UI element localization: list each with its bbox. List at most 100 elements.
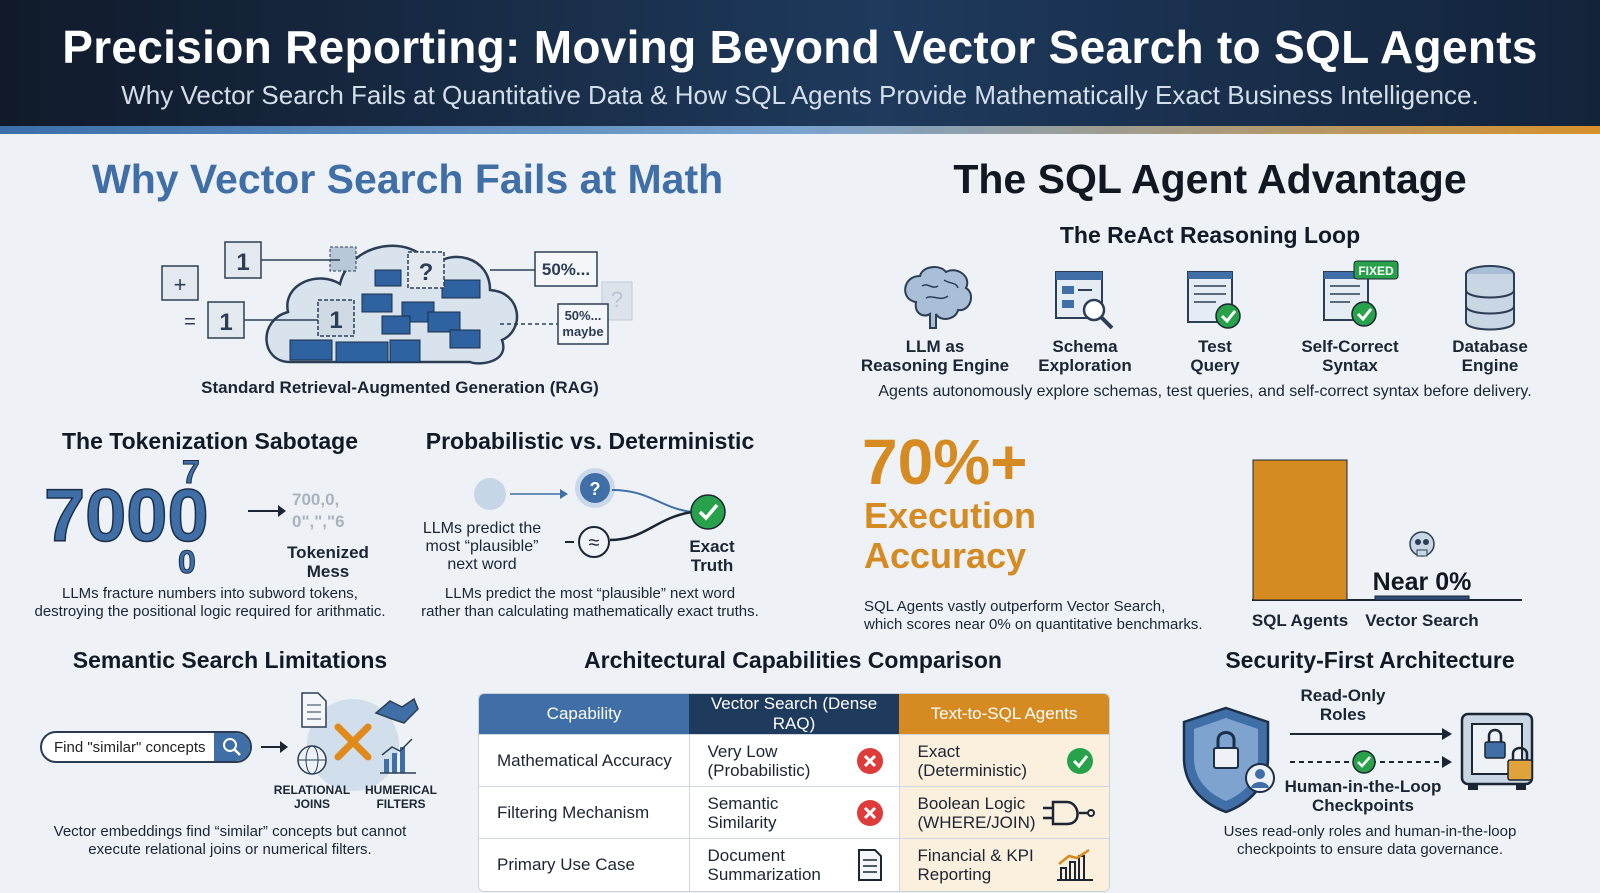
predict-label-2: most “plausible” <box>425 538 539 555</box>
row2-capability: Filtering Mechanism <box>479 786 689 839</box>
header-banner <box>0 0 1600 132</box>
react-step-3-line1: Test <box>1198 337 1232 356</box>
row2-sql-line1: Boolean Logic <box>917 793 1026 813</box>
similar-search-input[interactable]: Find "similar" concepts <box>40 731 252 763</box>
probabilistic-caption-2: rather than calculating mathematically e… <box>421 603 759 620</box>
accuracy-caption-2: which scores near 0% on quantitative ben… <box>864 616 1203 633</box>
shield-lock-icon <box>1182 706 1275 814</box>
react-step-5-line1: Database <box>1452 337 1528 356</box>
col-header-sql: Text-to-SQL Agents <box>899 694 1109 735</box>
row2-sql: Boolean Logic(WHERE/JOIN) <box>898 786 1109 839</box>
table-row: Mathematical Accuracy Very Low(Probabili… <box>479 734 1109 787</box>
hitl-checkpoints-label: Human-in-the-Loop Checkpoints <box>1263 777 1463 815</box>
react-step-3-line2: Query <box>1190 356 1240 375</box>
header-accent-bar <box>0 126 1600 134</box>
relational-joins-label: RELATIONAL JOINS <box>268 783 356 811</box>
bar-sql-agents <box>1252 459 1348 601</box>
numerical-label-2: FILTERS <box>376 797 426 811</box>
cloud-icon <box>265 244 519 365</box>
react-heading: The ReAct Reasoning Loop <box>1059 222 1361 248</box>
svg-text:=: = <box>184 311 196 333</box>
svg-text:?: ? <box>611 287 623 312</box>
numerical-label-1: HUMERICAL <box>365 783 437 797</box>
svg-text:1: 1 <box>236 249 249 276</box>
svg-text:+: + <box>174 272 187 297</box>
check-circle-icon <box>1067 747 1093 774</box>
tokenized-mess-line1: Tokenized <box>287 543 369 562</box>
accuracy-label-2: Accuracy <box>864 535 1027 576</box>
accuracy-label-1: Execution <box>864 495 1037 536</box>
comparison-table-wrap: Capability Vector Search (Dense RAQ) Tex… <box>478 693 1110 892</box>
svg-text:FIXED: FIXED <box>1358 264 1394 278</box>
row3-vector-line2: Summarization <box>707 864 821 884</box>
row1-capability: Mathematical Accuracy <box>479 734 689 787</box>
checkpoint-check-icon <box>1352 750 1376 774</box>
predict-label-3: next word <box>447 556 517 573</box>
probabilistic-caption: LLMs predict the most “plausible” next w… <box>395 585 785 621</box>
document-icon <box>857 848 882 881</box>
predict-label-1: LLMs predict the <box>422 520 542 537</box>
react-step-1-line1: LLM as <box>905 337 965 356</box>
security-caption-1: Uses read-only roles and human-in-the-lo… <box>1223 823 1517 840</box>
read-only-roles-label: Read-Only Roles <box>1283 686 1403 724</box>
react-step-1: LLM as Reasoning Engine <box>855 337 1015 375</box>
react-caption: Agents autonomously explore schemas, tes… <box>878 383 1532 400</box>
skull-icon <box>1409 531 1435 557</box>
semantic-caption-1: Vector embeddings find “similar” concept… <box>53 823 407 840</box>
exact-truth-label: Exact Truth <box>672 537 752 575</box>
svg-text:700,0,: 700,0, <box>292 490 339 509</box>
read-only-line1: Read-Only <box>1300 686 1386 705</box>
svg-text:50%...: 50%... <box>565 308 602 323</box>
accuracy-caption: SQL Agents vastly outperform Vector Sear… <box>864 598 1203 634</box>
search-button[interactable] <box>214 733 250 761</box>
bar-vector-search <box>1374 595 1470 601</box>
row1-vector: Very Low(Probabilistic) <box>688 734 899 787</box>
schema-search-icon <box>1055 271 1114 330</box>
predict-label: LLMs predict the most “plausible” next w… <box>412 520 552 574</box>
logic-gate-icon <box>1043 800 1095 825</box>
react-step-5: Database Engine <box>1430 337 1550 375</box>
x-tick-label: Vector Search <box>1365 611 1478 630</box>
relational-label-2: JOINS <box>293 797 330 811</box>
exact-truth-check-icon <box>690 494 726 530</box>
data-label: Near 0% <box>1373 568 1472 596</box>
exact-truth-line1: Exact <box>689 537 735 556</box>
svg-text:0",","6: 0",","6 <box>292 512 345 531</box>
probabilistic-heading: Probabilistic vs. Deterministic <box>425 428 755 454</box>
comparison-table: Capability Vector Search (Dense RAQ) Tex… <box>479 694 1109 891</box>
svg-text:?: ? <box>419 259 434 286</box>
svg-text:?: ? <box>590 479 601 499</box>
semantic-caption: Vector embeddings find “similar” concept… <box>25 823 435 859</box>
x-circle-icon <box>856 799 883 826</box>
x-tick-label: SQL Agents <box>1252 611 1348 630</box>
row2-vector-line1: Semantic <box>707 793 779 813</box>
page-subtitle: Why Vector Search Fails at Quantitative … <box>121 80 1479 110</box>
vault-lock-icon <box>1460 712 1534 790</box>
row3-capability: Primary Use Case <box>479 838 689 891</box>
col-header-vector: Vector Search (Dense RAQ) <box>689 694 899 735</box>
rag-caption: Standard Retrieval-Augmented Generation … <box>201 378 599 397</box>
accuracy-bar-chart: SQL Agents Vector Search Near 0% <box>1252 459 1522 630</box>
tokenization-caption: LLMs fracture numbers into subword token… <box>15 585 405 621</box>
self-correct-icon: FIXED <box>1323 260 1399 327</box>
search-icon <box>223 738 241 756</box>
kpi-chart-icon <box>1057 848 1093 881</box>
search-input-text: Find "similar" concepts <box>54 738 206 756</box>
semantic-heading: Semantic Search Limitations <box>72 647 388 673</box>
security-caption: Uses read-only roles and human-in-the-lo… <box>1170 823 1570 859</box>
hitl-line1: Human-in-the-Loop <box>1284 777 1442 796</box>
col-header-capability: Capability <box>479 694 689 735</box>
rag-illustration: + = 1 1 1 ? 50%... ? 50%... maybe <box>161 241 633 365</box>
svg-text:≈: ≈ <box>589 532 600 554</box>
row1-sql-line2: (Deterministic) <box>917 760 1028 780</box>
row1-vector-line1: Very Low <box>707 741 778 761</box>
probabilistic-caption-1: LLMs predict the most “plausible” next w… <box>444 585 736 602</box>
react-step-2-line2: Exploration <box>1038 356 1132 375</box>
right-heading: The SQL Agent Advantage <box>953 156 1467 202</box>
react-step-2-line1: Schema <box>1052 337 1118 356</box>
svg-text:1: 1 <box>329 307 342 334</box>
